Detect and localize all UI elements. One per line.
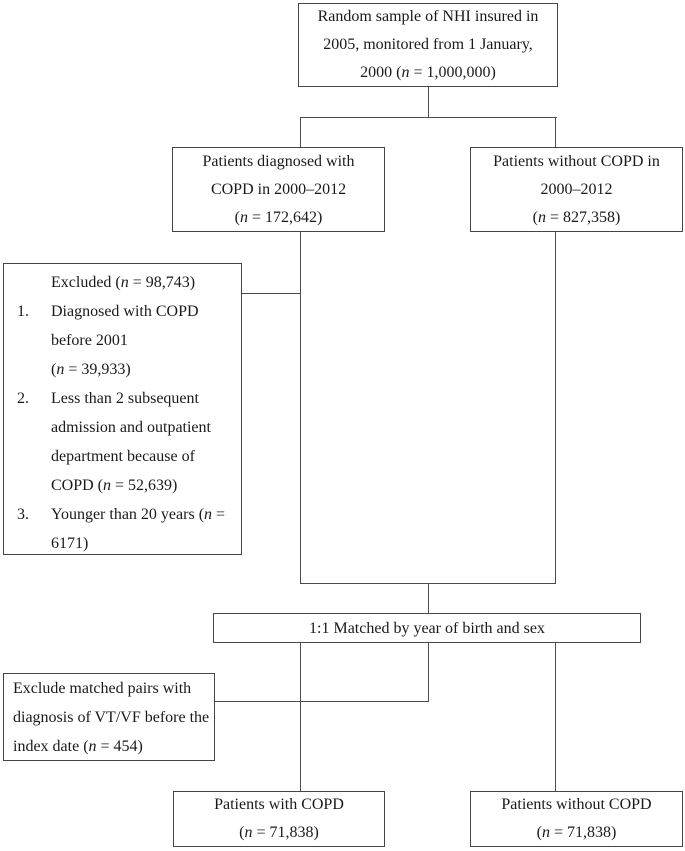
connector-bottom-center — [427, 642, 429, 702]
connector-merge-drop — [427, 582, 429, 614]
list-number: 3. — [17, 506, 29, 523]
list-row: before 2001 — [4, 326, 241, 355]
connector-left-column — [299, 231, 301, 584]
list-number — [4, 413, 51, 442]
list-text: Excluded (n = 98,743) — [51, 274, 196, 291]
text-line: (n = 71,838) — [239, 824, 319, 841]
list-number: 2. — [17, 390, 29, 407]
list-text: department because of — [51, 448, 195, 465]
list-number — [4, 355, 51, 384]
text-line: index date (n = 454) — [13, 737, 143, 755]
box-final-without-copd: Patients without COPD (n = 71,838) — [470, 791, 683, 847]
list-text: Less than 2 subsequent — [51, 390, 199, 407]
connector-right-branch — [554, 116, 556, 148]
connector-bottom-right — [554, 642, 556, 792]
list-row: 1. Diagnosed with COPD — [4, 297, 241, 326]
list-text: Younger than 20 years (n = — [51, 506, 226, 523]
list-text: Diagnosed with COPD — [51, 303, 199, 320]
box-exclude-matched-pairs: Exclude matched pairs with diagnosis of V… — [3, 673, 215, 761]
text-line: Patients with COPD — [214, 796, 344, 813]
text-line: Patients diagnosed with — [202, 152, 355, 170]
connector-top-drop — [427, 87, 429, 118]
list-text: admission and outpatient — [51, 419, 211, 436]
list-row: 6171) — [4, 529, 241, 558]
text-line: (n = 71,838) — [536, 824, 617, 841]
list-row: department because of — [4, 442, 241, 471]
text-line: 1:1 Matched by year of birth and sex — [309, 619, 545, 637]
box-matched: 1:1 Matched by year of birth and sex — [213, 613, 641, 643]
list-number — [4, 442, 51, 471]
box-random-sample: Random sample of NHI insured in 2005, mon… — [298, 3, 558, 87]
list-row: 2. Less than 2 subsequent — [4, 384, 241, 413]
connector-top-split — [299, 116, 557, 118]
text-line: Patients without COPD — [501, 796, 652, 813]
list-row: COPD (n = 52,639) — [4, 471, 241, 500]
connector-exclude-pairs-link — [214, 700, 429, 702]
text-line: Random sample of NHI insured in — [317, 8, 539, 25]
list-number — [4, 268, 51, 297]
list-text: 6171) — [51, 535, 89, 552]
connector-left-branch — [299, 116, 301, 148]
connector-bottom-left — [299, 642, 301, 792]
text-line: Exclude matched pairs with — [13, 679, 192, 697]
text-line: 2000 (n = 1,000,000) — [360, 64, 496, 81]
list-text: before 2001 — [51, 332, 128, 349]
text-line: Patients without COPD in — [493, 152, 660, 170]
text-line: (n = 172,642) — [234, 208, 323, 226]
list-number: 1. — [17, 303, 29, 320]
list-number — [4, 529, 51, 558]
list-text: (n = 39,933) — [51, 361, 131, 378]
list-number — [4, 471, 51, 500]
list-row: (n = 39,933) — [4, 355, 241, 384]
text-line: COPD in 2000–2012 — [210, 180, 347, 198]
connector-excluded-link — [241, 292, 300, 294]
box-excluded: Excluded (n = 98,743) 1. Diagnosed with CO… — [3, 263, 242, 555]
text-line: 2000–2012 — [540, 180, 613, 198]
text-line: (n = 827,358) — [532, 208, 621, 226]
list-text: COPD (n = 52,639) — [51, 477, 178, 494]
connector-right-column — [554, 231, 556, 584]
text-line: diagnosis of VT/VF before the — [13, 708, 210, 726]
list-number — [4, 326, 51, 355]
list-row: admission and outpatient — [4, 413, 241, 442]
text-line: 2005, monitored from 1 January, — [323, 36, 533, 53]
box-final-copd: Patients with COPD (n = 71,838) — [173, 791, 385, 847]
list-row: Excluded (n = 98,743) — [4, 268, 241, 297]
box-without-copd: Patients without COPD in 2000–2012 (n = 82… — [470, 147, 683, 232]
list-row: 3. Younger than 20 years (n = — [4, 500, 241, 529]
